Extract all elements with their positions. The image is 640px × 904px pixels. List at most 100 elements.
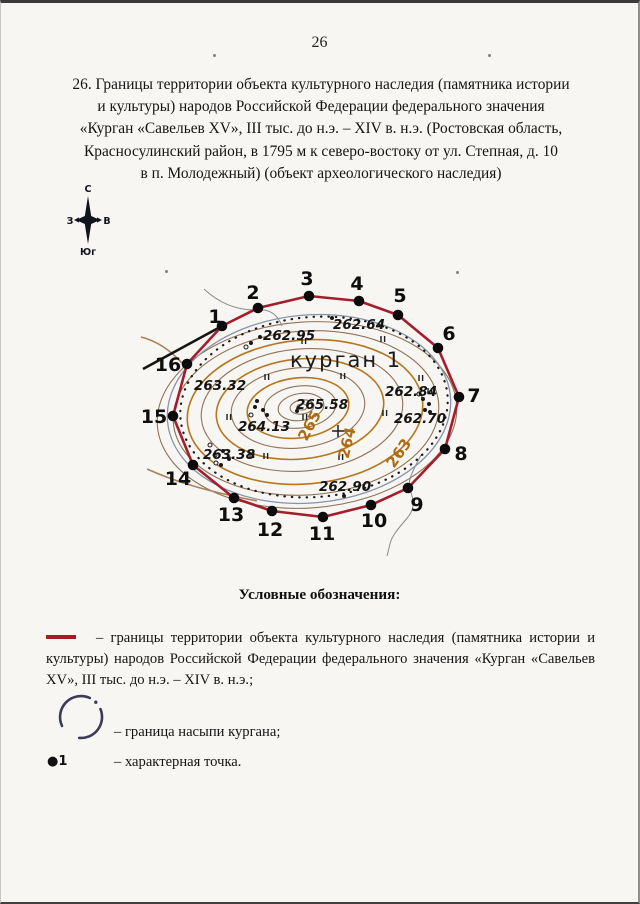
mound-edge-line <box>166 313 452 505</box>
point-number-2: 2 <box>246 282 259 304</box>
point-number-8: 8 <box>454 443 467 465</box>
scan-speck <box>213 54 216 57</box>
survey-dot <box>253 405 257 409</box>
characteristic-point-2 <box>252 302 264 314</box>
compass-rose: С З В Юг <box>67 184 111 258</box>
survey-circle <box>243 344 249 350</box>
elevation-label: 263.32 <box>194 378 246 394</box>
point-number-13: 13 <box>218 504 244 526</box>
survey-dot <box>258 335 262 339</box>
characteristic-point-10 <box>365 499 377 511</box>
legend-item-territory: – границы территории объекта культурного… <box>46 628 595 691</box>
tick-mark <box>338 454 344 460</box>
characteristic-point-4 <box>353 295 365 307</box>
compass-north-label: С <box>85 184 92 195</box>
survey-dot <box>255 399 259 403</box>
characteristic-point-7 <box>453 391 465 403</box>
tick-mark <box>226 414 232 420</box>
site-label: курган 1 <box>290 348 402 372</box>
legend-heading: Условные обозначения: <box>238 586 401 603</box>
thin-terrain-line <box>386 454 422 557</box>
survey-dot <box>295 409 299 413</box>
compass-west-label: З <box>67 216 74 227</box>
survey-circle <box>213 460 219 466</box>
point-number-12: 12 <box>257 519 283 541</box>
title-line: в п. Молодежный) (объект археологическог… <box>140 164 502 182</box>
compass-south-label: Юг <box>80 247 96 258</box>
characteristic-point-1 <box>216 320 228 332</box>
territory-boundary-symbol <box>46 635 76 639</box>
summit-cross <box>332 425 344 437</box>
mound-boundary-dotted <box>179 315 449 499</box>
title-line: и культуры) народов Российской Федерации… <box>97 98 545 116</box>
brown-terrain-line <box>140 336 183 364</box>
contour-value-label: 263 <box>383 435 416 471</box>
point-number-7: 7 <box>467 385 480 407</box>
tick-mark <box>382 410 388 416</box>
compass-star <box>76 196 100 244</box>
characteristic-point-symbol: ●1 <box>47 753 67 770</box>
title-line: Красносулинский район, в 1795 м к северо… <box>84 142 558 160</box>
point-number-16: 16 <box>155 354 181 376</box>
survey-circle <box>212 452 218 458</box>
elevation-label: 262.90 <box>319 479 371 495</box>
title-line: «Курган «Савельев XV», III тыс. до н.э. … <box>79 120 563 138</box>
compass-east-label: В <box>103 216 110 227</box>
characteristic-point-6 <box>432 342 444 354</box>
characteristic-point-16 <box>181 358 193 370</box>
survey-dot <box>249 341 253 345</box>
point-number-4: 4 <box>350 273 363 295</box>
legend-item-mound-text: – граница насыпи кургана; <box>114 724 281 740</box>
tick-mark <box>301 338 307 344</box>
tick-mark <box>340 373 346 379</box>
tick-mark <box>380 336 386 342</box>
survey-dot <box>421 397 425 401</box>
brown-terrain-line <box>146 468 258 502</box>
compass-east-arrow <box>97 217 102 223</box>
tick-mark <box>263 453 269 459</box>
characteristic-point-11 <box>317 511 329 523</box>
characteristic-point-3 <box>303 290 315 302</box>
survey-dot <box>427 402 431 406</box>
figure-title: 26. Границы территории объекта культурно… <box>59 74 583 185</box>
elevation-label: 264.13 <box>238 419 290 435</box>
scan-speck <box>456 271 459 274</box>
page-number: 26 <box>311 34 328 51</box>
survey-dot <box>423 408 427 412</box>
tick-mark <box>418 375 424 381</box>
tick-mark <box>249 452 255 458</box>
point-number-9: 9 <box>410 494 423 516</box>
survey-dot <box>219 463 223 467</box>
survey-circle <box>416 391 422 397</box>
road-line <box>142 324 223 371</box>
survey-dot <box>261 408 265 412</box>
legend-item-territory-text: – границы территории объекта культурного… <box>46 629 595 688</box>
scan-speck <box>165 270 168 273</box>
scan-speck <box>488 54 491 57</box>
characteristic-point-9 <box>402 482 414 494</box>
mound-boundary-symbol <box>58 694 104 740</box>
elevation-label: 262.84 <box>385 384 437 400</box>
elevation-label: 263.38 <box>203 447 255 463</box>
survey-dot <box>227 457 231 461</box>
tick-mark <box>264 374 270 380</box>
elevation-label: 262.70 <box>394 411 446 427</box>
survey-dot <box>428 410 432 414</box>
point-marker-label: 1 <box>58 754 68 769</box>
survey-dot <box>342 494 346 498</box>
characteristic-point-13 <box>228 492 240 504</box>
point-number-6: 6 <box>442 323 455 345</box>
elevation-label: 265.58 <box>296 397 348 413</box>
title-line: 26. Границы территории объекта культурно… <box>72 76 570 93</box>
characteristic-point-14 <box>187 459 199 471</box>
characteristic-point-15 <box>167 410 179 422</box>
survey-dot <box>330 316 334 320</box>
point-number-3: 3 <box>300 268 313 290</box>
tick-mark <box>302 414 308 420</box>
survey-dot <box>221 449 225 453</box>
point-marker-dot: ● <box>47 754 59 769</box>
tick-mark <box>427 388 433 394</box>
point-number-1: 1 <box>208 306 221 328</box>
